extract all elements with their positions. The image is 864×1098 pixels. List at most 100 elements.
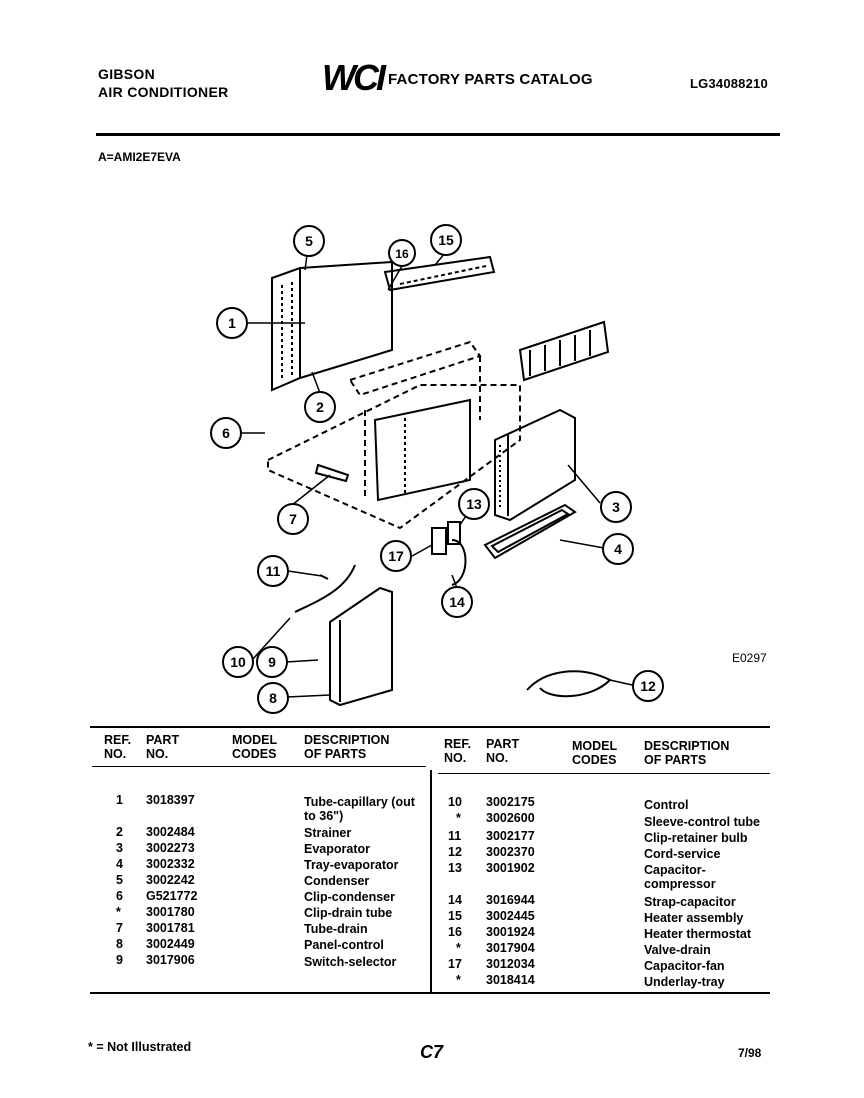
part-description: Underlay-tray bbox=[644, 975, 725, 989]
svg-text:2: 2 bbox=[316, 399, 324, 415]
part-no: 3002177 bbox=[486, 829, 535, 843]
svg-text:12: 12 bbox=[640, 678, 656, 694]
callout-8 bbox=[257, 682, 289, 714]
ref-no: 3 bbox=[116, 841, 123, 855]
wci-logo: WCI bbox=[322, 57, 386, 98]
tray-evaporator-part bbox=[483, 503, 577, 560]
svg-text:6: 6 bbox=[222, 425, 230, 441]
part-no: 3001924 bbox=[486, 925, 535, 939]
part-description: Condenser bbox=[304, 874, 370, 888]
callout-14 bbox=[441, 586, 473, 618]
part-description: Cord-service bbox=[644, 847, 721, 861]
ref-no: 9 bbox=[116, 953, 123, 967]
part-no: 3017906 bbox=[146, 953, 195, 967]
part-no: 3018397 bbox=[146, 793, 195, 807]
callout-1 bbox=[216, 307, 248, 339]
part-description: Valve-drain bbox=[644, 943, 711, 957]
callout-6 bbox=[210, 417, 242, 449]
part-description: Tube-capillary (out to 36") bbox=[304, 795, 415, 823]
part-description: Capacitor- compressor bbox=[644, 863, 716, 891]
svg-text:7: 7 bbox=[289, 511, 297, 527]
part-no: 3002242 bbox=[146, 873, 195, 887]
table-top-rule bbox=[90, 726, 770, 728]
evaporator-part bbox=[494, 408, 576, 522]
part-no: 3002445 bbox=[486, 909, 535, 923]
part-description: Strainer bbox=[304, 826, 352, 840]
model-number: A=AMI2E7EVA bbox=[98, 150, 181, 164]
ref-no: 1 bbox=[116, 793, 123, 807]
ref-no: 13 bbox=[448, 861, 462, 875]
table-header-rule-left bbox=[92, 766, 426, 767]
capacitor-part bbox=[431, 521, 467, 586]
table-bottom-rule bbox=[90, 992, 770, 994]
drain-tube-part bbox=[314, 463, 350, 483]
part-no: 3001781 bbox=[146, 921, 195, 935]
svg-text:13: 13 bbox=[466, 496, 482, 512]
part-description: Clip-condenser bbox=[304, 890, 395, 904]
part-description: Heater thermostat bbox=[644, 927, 751, 941]
callout-12 bbox=[632, 670, 664, 702]
exploded-parts-diagram: 1 2 3 4 5 6 7 8 9 10 11 12 13 14 15 16 1… bbox=[210, 224, 664, 714]
header-rule bbox=[96, 133, 780, 136]
part-description: Sleeve-control tube bbox=[644, 815, 760, 829]
part-no: 3002273 bbox=[146, 841, 195, 855]
header-ref-left: REF.NO. bbox=[104, 733, 132, 761]
product-line: AIR CONDITIONER bbox=[98, 84, 229, 100]
part-description: Switch-selector bbox=[304, 955, 397, 969]
ref-no: 8 bbox=[116, 937, 123, 951]
compressor-part bbox=[373, 398, 471, 502]
svg-text:17: 17 bbox=[388, 548, 404, 564]
part-no: 3002484 bbox=[146, 825, 195, 839]
part-description: Tube-drain bbox=[304, 922, 368, 936]
ref-no: * bbox=[116, 905, 121, 919]
part-no: 3002449 bbox=[146, 937, 195, 951]
chassis-base bbox=[267, 340, 521, 530]
diagram-code: E0297 bbox=[732, 651, 767, 665]
part-no: G521772 bbox=[146, 889, 198, 903]
callout-7 bbox=[277, 503, 309, 535]
callout-9 bbox=[256, 646, 288, 678]
part-description: Heater assembly bbox=[644, 911, 744, 925]
ref-no: 7 bbox=[116, 921, 123, 935]
svg-text:11: 11 bbox=[266, 563, 281, 579]
part-description: Control bbox=[644, 798, 689, 812]
ref-no: 17 bbox=[448, 957, 462, 971]
svg-text:16: 16 bbox=[395, 247, 409, 261]
header-ref-right: REF.NO. bbox=[444, 737, 472, 765]
ref-no: * bbox=[456, 973, 461, 987]
page-number: C7 bbox=[420, 1042, 444, 1062]
brand-name: GIBSON bbox=[98, 66, 156, 82]
svg-text:8: 8 bbox=[269, 690, 277, 706]
part-description: Panel-control bbox=[304, 938, 384, 952]
callout-3 bbox=[600, 491, 632, 523]
ref-no: * bbox=[456, 811, 461, 825]
ref-no: 15 bbox=[448, 909, 462, 923]
ref-no: 2 bbox=[116, 825, 123, 839]
service-cord-part bbox=[526, 670, 612, 698]
ref-no: 6 bbox=[116, 889, 123, 903]
part-description: Strap-capacitor bbox=[644, 895, 736, 909]
table-header-rule-right bbox=[438, 773, 770, 774]
callout-5 bbox=[293, 225, 325, 257]
part-no: 3018414 bbox=[486, 973, 535, 987]
part-description: Clip-drain tube bbox=[304, 906, 393, 920]
catalog-number: LG34088210 bbox=[690, 76, 768, 91]
control-panel-part bbox=[329, 586, 393, 707]
ref-no: 16 bbox=[448, 925, 462, 939]
condenser-part bbox=[271, 260, 393, 392]
part-description: Clip-retainer bulb bbox=[644, 831, 748, 845]
svg-text:15: 15 bbox=[438, 232, 454, 248]
ref-no: 5 bbox=[116, 873, 123, 887]
ref-no: 10 bbox=[448, 795, 462, 809]
callout-17 bbox=[380, 540, 412, 572]
table-column-divider bbox=[430, 770, 432, 992]
svg-text:1: 1 bbox=[228, 315, 236, 331]
ref-no: 12 bbox=[448, 845, 462, 859]
ref-no: 4 bbox=[116, 857, 123, 871]
part-no: 3002370 bbox=[486, 845, 535, 859]
part-no: 3002332 bbox=[146, 857, 195, 871]
